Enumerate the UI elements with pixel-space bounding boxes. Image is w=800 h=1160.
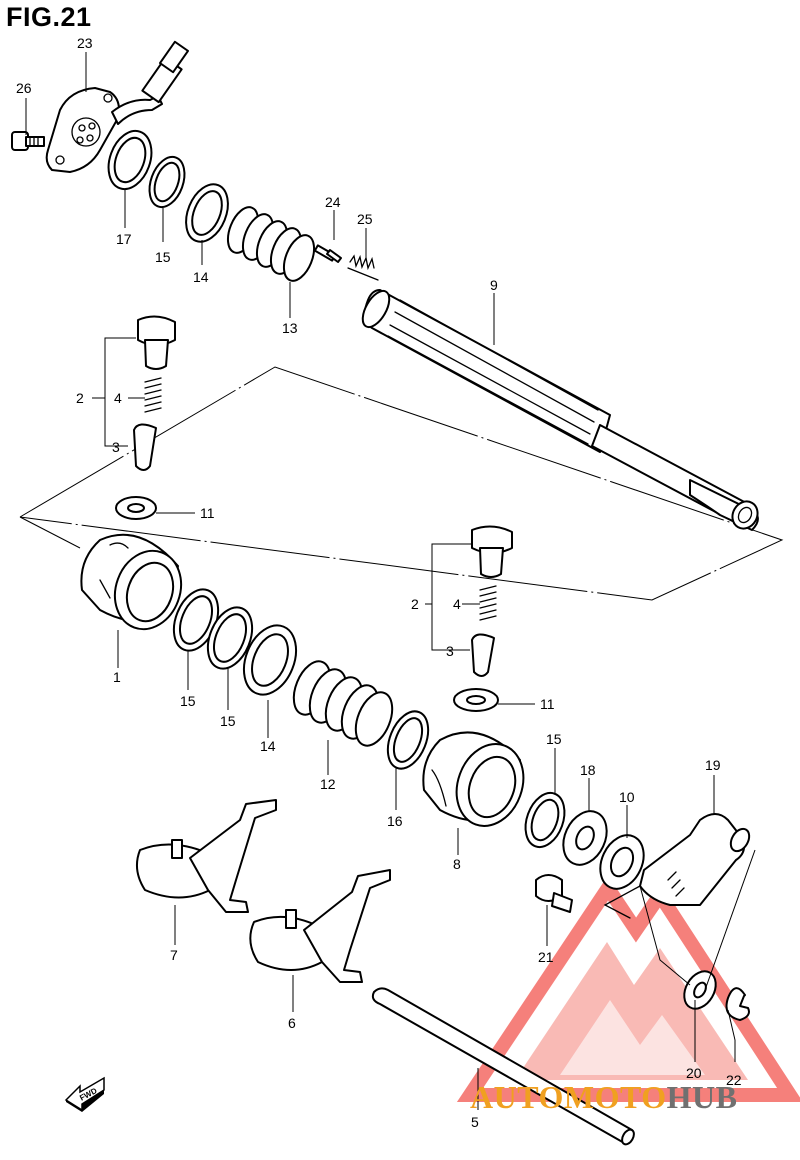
callout-19: 19 — [705, 757, 721, 773]
callout-5: 5 — [471, 1114, 479, 1130]
part-cam-1 — [80, 533, 183, 631]
callout-2-upper: 2 — [76, 390, 84, 406]
callout-17: 17 — [116, 231, 132, 247]
svg-text:AUTOMOTOHUB: AUTOMOTOHUB — [470, 1079, 737, 1115]
part-circlip-15-left-b — [206, 606, 254, 670]
assembly-outline — [19, 366, 784, 601]
callout-11-upper: 11 — [200, 505, 215, 521]
part-pin-24 — [313, 244, 342, 263]
part-washer-11-lower — [453, 688, 499, 712]
callout-labels: 23 26 17 15 14 13 24 25 9 2 4 3 11 1 15 … — [16, 35, 742, 1130]
callout-22: 22 — [726, 1072, 742, 1088]
part-circlip-15-right — [524, 791, 566, 849]
callout-14: 14 — [193, 269, 209, 285]
callout-6: 6 — [288, 1015, 296, 1031]
part-spring-25 — [347, 254, 379, 281]
callout-15-left-a: 15 — [180, 693, 196, 709]
part-fork-rod-5 — [371, 987, 635, 1146]
part-pawl-set-lower — [471, 525, 513, 677]
part-spring-13 — [226, 206, 316, 282]
callout-15: 15 — [155, 249, 171, 265]
callout-13: 13 — [282, 320, 298, 336]
part-circlip-16 — [386, 710, 430, 770]
callout-25: 25 — [357, 211, 373, 227]
figure-title: FIG.21 — [6, 2, 92, 32]
callout-26: 26 — [16, 80, 32, 96]
part-pawl-set-upper — [133, 315, 176, 471]
part-washer-18 — [562, 810, 608, 866]
part-spring-12 — [292, 660, 394, 747]
callout-9: 9 — [490, 277, 498, 293]
callout-10: 10 — [619, 789, 635, 805]
part-shift-arm-19 — [603, 813, 751, 919]
part-bolt-21 — [535, 874, 573, 913]
watermark-part1: AUTOMOTO — [470, 1079, 667, 1115]
part-bearing-10 — [599, 834, 645, 890]
callout-1: 1 — [113, 669, 121, 685]
callout-21: 21 — [538, 949, 554, 965]
part-bolt-26 — [11, 131, 45, 151]
forward-arrow-badge: FWD — [64, 1076, 105, 1112]
part-circlip-15-top — [148, 155, 186, 209]
callout-7: 7 — [170, 947, 178, 963]
callout-4-lower: 4 — [453, 596, 461, 612]
part-washer-11-upper — [115, 496, 157, 520]
part-oring-17 — [107, 129, 153, 191]
part-neutral-switch — [45, 40, 190, 173]
part-cam-8 — [422, 731, 525, 827]
callout-15-left-b: 15 — [220, 713, 236, 729]
callout-20: 20 — [686, 1065, 702, 1081]
callout-15-right: 15 — [546, 731, 562, 747]
watermark-logo — [456, 875, 800, 1102]
callout-14-left: 14 — [260, 738, 276, 754]
callout-8: 8 — [453, 856, 461, 872]
part-circlip-15-left-a — [172, 588, 220, 652]
part-washer-14-left — [242, 624, 298, 696]
callout-11-lower: 11 — [540, 696, 555, 712]
part-eclip-22 — [725, 987, 750, 1021]
callout-3-upper: 3 — [112, 439, 120, 455]
callout-12: 12 — [320, 776, 336, 792]
watermark-text: AUTOMOTOHUB — [470, 1079, 737, 1115]
watermark-part2: HUB — [667, 1079, 738, 1115]
part-fork-6 — [249, 869, 391, 983]
callout-3-lower: 3 — [446, 643, 454, 659]
callout-18: 18 — [580, 762, 596, 778]
callout-24: 24 — [325, 194, 341, 210]
part-fork-7 — [135, 799, 277, 913]
part-washer-14-top — [185, 183, 229, 243]
leader-lines — [25, 52, 756, 1110]
callout-23: 23 — [77, 35, 93, 51]
callout-16: 16 — [387, 813, 403, 829]
part-shift-shaft-9 — [361, 289, 759, 531]
callout-2-lower: 2 — [411, 596, 419, 612]
callout-4-upper: 4 — [114, 390, 122, 406]
